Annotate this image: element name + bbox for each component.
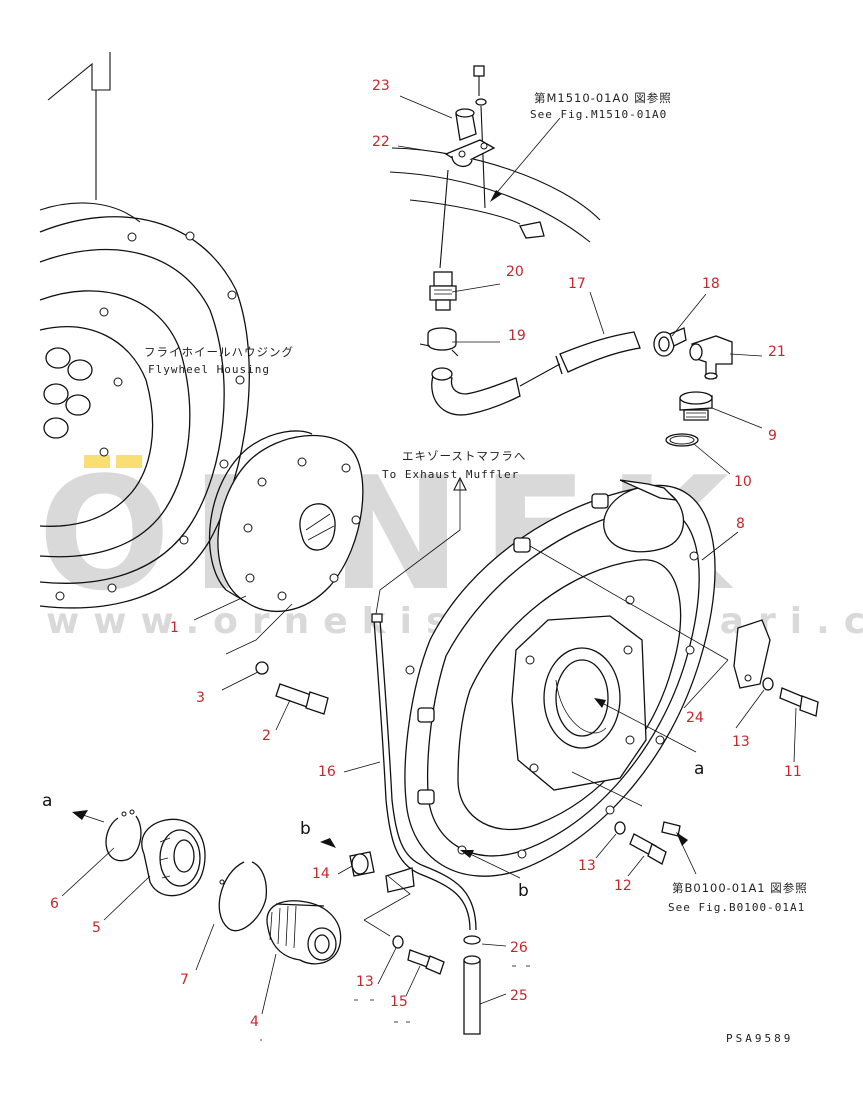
marker-b-left: b — [300, 819, 311, 839]
tube-25 — [463, 935, 481, 1035]
drawing-code: PSA9589 — [726, 1032, 793, 1045]
callout-12: 12 — [614, 878, 632, 894]
drain-tube-16 — [371, 613, 477, 931]
callout-16: 16 — [318, 764, 336, 780]
callout-25: 25 — [510, 988, 528, 1004]
bearing-5 — [141, 818, 206, 897]
callout-14: 14 — [312, 866, 330, 882]
callout-18: 18 — [702, 276, 720, 292]
callout-13-left: 13 — [356, 974, 374, 990]
letter-markers: a a b b — [42, 759, 704, 901]
snap-ring-7 — [218, 861, 268, 932]
callout-24: 24 — [686, 710, 704, 726]
callout-4: 4 — [250, 1014, 259, 1030]
callout-22: 22 — [372, 134, 390, 150]
washer-13-left — [392, 935, 404, 949]
callout-2: 2 — [262, 728, 271, 744]
bolt-15 — [407, 949, 445, 975]
hose-assembly — [431, 327, 733, 416]
callout-13-middle: 13 — [578, 858, 596, 874]
callout-13-right: 13 — [732, 734, 750, 750]
marker-a-left: a — [42, 791, 52, 811]
callout-23: 23 — [372, 78, 390, 94]
callout-19: 19 — [508, 328, 526, 344]
marker-b-right: b — [518, 881, 529, 901]
callout-26: 26 — [510, 940, 528, 956]
snap-ring-6 — [105, 809, 142, 862]
callout-15: 15 — [390, 994, 408, 1010]
washer-13-right — [762, 677, 774, 691]
clip-bracket — [733, 619, 771, 689]
callout-20: 20 — [506, 264, 524, 280]
ref-top-jp: 第M1510-01A0 図参照 — [534, 91, 672, 105]
drain-plug — [665, 391, 713, 447]
flywheel-housing — [39, 52, 250, 609]
callout-6: 6 — [50, 896, 59, 912]
callouts: 23 22 20 17 18 19 21 9 10 8 1 3 2 24 13 … — [50, 78, 802, 1030]
hub-4 — [266, 900, 342, 965]
breather-assembly — [389, 65, 601, 357]
leader-lines — [61, 95, 797, 1015]
converter-housing — [404, 479, 716, 877]
dash-marks — [260, 965, 530, 1041]
callout-1: 1 — [170, 620, 179, 636]
callout-7: 7 — [180, 972, 189, 988]
spacer-14 — [349, 851, 375, 877]
coupling-flange — [209, 430, 364, 612]
washer-13-middle — [614, 821, 626, 835]
ref-exhaust-jp: エキゾーストマフラへ — [402, 449, 526, 463]
marker-a-right: a — [694, 759, 704, 779]
callout-17: 17 — [568, 276, 586, 292]
ref-top-en: See Fig.M1510-01A0 — [530, 108, 667, 121]
watermark-accent-left — [84, 455, 110, 468]
callout-3: 3 — [196, 690, 205, 706]
ref-exhaust-en: To Exhaust Muffler — [382, 468, 519, 481]
callout-10: 10 — [734, 474, 752, 490]
bolt-2 — [275, 683, 329, 715]
flywheel-housing-label-en: Flywheel Housing — [148, 363, 270, 376]
washer-3 — [255, 661, 269, 675]
ref-bottom-en: See Fig.B0100-01A1 — [668, 901, 805, 914]
watermark-accent-right — [116, 455, 142, 468]
flywheel-bolts — [43, 347, 93, 439]
callout-9: 9 — [768, 428, 777, 444]
flywheel-housing-label-jp: フライホイールハウジング — [144, 345, 294, 359]
bolt-12 — [629, 833, 667, 865]
callout-5: 5 — [92, 920, 101, 936]
callout-21: 21 — [768, 344, 786, 360]
ref-bottom-jp: 第B0100-01A1 図参照 — [672, 881, 808, 895]
bolt-11 — [779, 687, 819, 717]
callout-11: 11 — [784, 764, 802, 780]
callout-8: 8 — [736, 516, 745, 532]
